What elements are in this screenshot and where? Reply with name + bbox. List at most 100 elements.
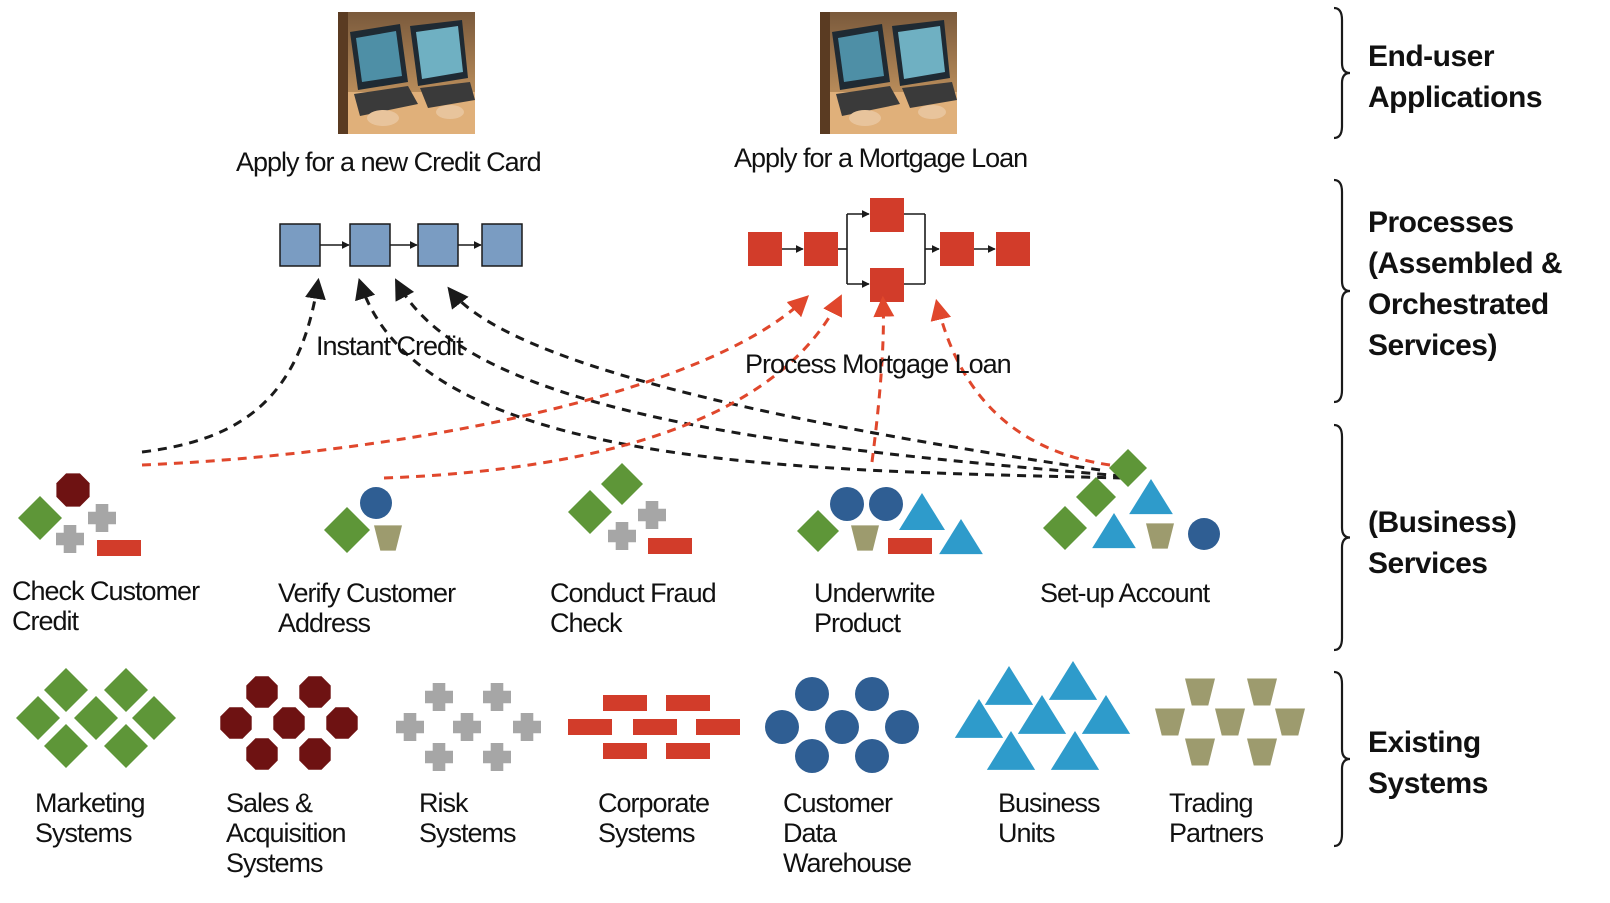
service-verify-customer-address: Verify Customer Address: [278, 578, 456, 638]
octagon-shape: [246, 738, 278, 770]
service-set-up-account: Set-up Account: [1040, 578, 1210, 608]
diamond-shape: [44, 724, 88, 768]
diamond-shape: [1076, 477, 1116, 517]
layer-brace: [1333, 178, 1351, 404]
trapezoid-shape: [1185, 738, 1215, 766]
trapezoid-shape: [1275, 708, 1305, 736]
diamond-shape: [104, 724, 148, 768]
cross-shape: [425, 683, 453, 711]
system-icon-clusters: [16, 661, 1305, 773]
instant-credit-connector: [141, 277, 326, 454]
mortgage-step: [940, 232, 974, 266]
octagon-shape: [326, 707, 358, 739]
mortgage-connector: [930, 298, 1111, 467]
instant-credit-step: [417, 223, 459, 267]
bar-shape: [97, 540, 141, 556]
circle-shape: [765, 710, 799, 744]
triangle-shape: [986, 731, 1036, 770]
triangle-shape: [1050, 731, 1100, 770]
diamond-shape: [601, 463, 643, 505]
circle-shape: [885, 710, 919, 744]
instant-credit-connector: [355, 278, 1123, 480]
cross-shape: [513, 713, 541, 741]
circle-shape: [825, 710, 859, 744]
service-check-customer-credit: Check Customer Credit: [12, 576, 200, 636]
diamond-shape: [16, 696, 60, 740]
trapezoid-shape: [1185, 678, 1215, 706]
circle-shape: [795, 739, 829, 773]
credit-card-app-photo: [338, 12, 475, 134]
bar-shape: [603, 695, 647, 711]
cross-shape: [396, 713, 424, 741]
diamond-shape: [1043, 506, 1087, 550]
system-corporate: Corporate Systems: [598, 788, 710, 848]
layer-braces: [1333, 6, 1351, 848]
trapezoid-shape: [1247, 678, 1277, 706]
triangle-shape: [939, 519, 983, 555]
mortgage-connector: [141, 295, 810, 467]
mortgage-step: [748, 232, 782, 266]
instant-credit-step: [349, 223, 391, 267]
bar-shape: [888, 538, 932, 554]
service-connectors: [141, 277, 1123, 480]
layer-existing-systems: Existing Systems: [1368, 726, 1488, 800]
trapezoid-shape: [1215, 708, 1245, 736]
instant-credit-connector: [395, 278, 1123, 478]
cross-shape: [88, 504, 116, 532]
circle-shape: [795, 677, 829, 711]
layer-processes: Processes (Assembled & Orchestrated Serv…: [1368, 206, 1563, 362]
diamond-shape: [797, 510, 839, 552]
circle-shape: [360, 487, 392, 519]
mortgage-step: [996, 232, 1030, 266]
system-business-units: Business Units: [998, 788, 1101, 848]
service-icon-clusters: [18, 449, 1220, 556]
bar-shape: [648, 538, 692, 554]
diamond-shape: [568, 490, 612, 534]
system-trading-partners: Trading Partners: [1169, 788, 1264, 848]
octagon-shape: [246, 676, 278, 708]
instant-credit-process-chain: [279, 223, 523, 267]
service-underwrite-product: Underwrite Product: [814, 578, 936, 638]
mortgage-app-photo: [820, 12, 957, 134]
triangle-shape: [984, 666, 1034, 705]
octagon-shape: [299, 676, 331, 708]
layer-end-user-applications: End-user Applications: [1368, 40, 1543, 114]
triangle-shape: [899, 493, 945, 530]
instant-credit-step: [279, 223, 321, 267]
bar-shape: [633, 719, 677, 735]
process-mortgage-label: Process Mortgage Loan: [745, 349, 1012, 379]
bar-shape: [666, 743, 710, 759]
layer-brace: [1333, 670, 1351, 848]
system-marketing: Marketing Systems: [35, 788, 146, 848]
cross-shape: [608, 522, 636, 550]
bar-shape: [568, 719, 612, 735]
mortgage-app-label: Apply for a Mortgage Loan: [734, 143, 1028, 173]
trapezoid-shape: [374, 525, 402, 551]
cross-shape: [453, 713, 481, 741]
triangle-shape: [1048, 661, 1098, 700]
circle-shape: [869, 487, 903, 521]
bar-shape: [696, 719, 740, 735]
trapezoid-shape: [1247, 738, 1277, 766]
instant-credit-connector: [447, 286, 1101, 472]
mortgage-connector: [870, 295, 895, 463]
mortgage-step: [870, 268, 904, 302]
mortgage-step: [804, 232, 838, 266]
diamond-shape: [132, 696, 176, 740]
mortgage-connector: [383, 294, 842, 480]
circle-shape: [830, 487, 864, 521]
octagon-shape: [273, 707, 305, 739]
service-conduct-fraud-check: Conduct Fraud Check: [550, 578, 717, 638]
octagon-shape: [220, 707, 252, 739]
layer-brace: [1333, 6, 1351, 140]
circle-shape: [855, 677, 889, 711]
cross-shape: [425, 743, 453, 771]
system-sales-acquisition: Sales & Acquisition Systems: [226, 788, 347, 878]
trapezoid-shape: [1155, 708, 1185, 736]
layer-brace: [1333, 423, 1351, 652]
cross-shape: [56, 525, 84, 553]
layer-business-services: (Business) Services: [1368, 506, 1517, 580]
trapezoid-shape: [851, 525, 879, 551]
triangle-shape: [1017, 695, 1067, 734]
